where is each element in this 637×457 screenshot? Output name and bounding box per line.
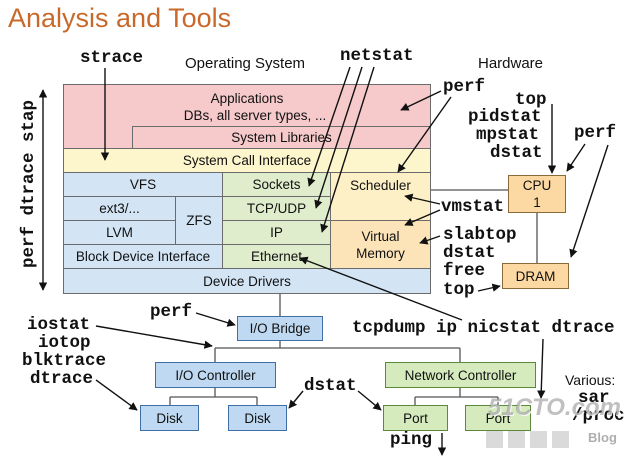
tool-sar: sar [578,388,610,408]
virtual-memory-label-line2: Memory [356,245,405,261]
virtual-memory-label-line1: Virtual [361,228,400,244]
zfs-label: ZFS [186,213,212,228]
system-call-interface-label: System Call Interface [182,153,312,168]
dram-box: DRAM [502,263,569,289]
ethernet-label: Ethernet [250,249,303,264]
arrow-netstat-to-ip [320,66,375,233]
scheduler-layer: Scheduler [330,172,431,221]
arrow-netstat-to-tcp-udp [314,66,363,209]
tcp-udp-layer: TCP/UDP [222,196,331,221]
arrow-perf-to-dram [569,144,609,258]
tool-top: top [515,90,547,110]
arrow-top-to-dram [477,283,501,292]
port-box: Port [383,405,448,431]
arrow-vmstat-to-scheduler [404,193,441,205]
tool-blktrace: blktrace [22,351,107,371]
port-box: Port [465,405,531,431]
device-drivers-layer: Device Drivers [63,268,431,294]
cpu-box: CPU 1 [508,175,566,213]
tool-pidstat: pidstat [468,107,542,127]
lvm-layer: LVM [63,220,176,245]
watermark-cjk-mark [486,431,570,448]
tool-dstat-cpu: dstat [490,143,543,163]
sockets-label: Sockets [252,177,301,192]
io-controller-label: I/O Controller [175,367,256,383]
arrow-ip-to-ethernet [299,256,463,321]
tool-ping: ping [390,430,433,450]
cpu-label: CPU [522,178,552,193]
hardware-heading: Hardware [478,55,544,72]
ext3-layer: ext3/... [63,196,176,221]
operating-system-heading: Operating System [185,55,306,72]
tool-dstat-io: dstat [304,376,357,396]
arrow-vmstat-to-virtual-memory [404,209,441,226]
tool-perf-apps: perf [443,77,486,97]
arrow-dstat-to-port [357,390,382,411]
cpu-count: 1 [533,195,541,210]
io-bridge-label: I/O Bridge [249,321,311,336]
port-label: Port [403,410,428,426]
dram-label: DRAM [515,268,556,284]
io-bridge-box: I/O Bridge [237,316,323,341]
arrow-perf-to-scheduler [397,96,452,173]
tool-dstat-memory: dstat [443,243,496,263]
system-libraries-layer: System Libraries [132,126,431,149]
tool-perf-cpu: perf [574,123,617,143]
tool-free: free [443,261,486,281]
tool-top-memory: top [443,280,475,300]
arrow-perf-to-io-bridge [195,312,236,327]
tool-mpstat: mpstat [476,125,540,145]
tool-dtrace-disk: dtrace [30,369,94,389]
system-libraries-label: System Libraries [231,130,332,145]
arrow-dtrace-to-network [537,338,546,399]
port-label: Port [485,410,511,426]
block-device-interface-label: Block Device Interface [75,249,211,264]
ip-layer: IP [222,220,331,245]
lvm-label: LVM [106,225,133,240]
arrow-perf-to-cpu [566,143,586,172]
network-controller-box: Network Controller [385,362,536,388]
tool-slabtop: slabtop [443,225,517,245]
watermark-site-text: 51CTO.com [488,394,621,421]
disk-box: Disk [228,405,287,431]
watermark-blog-text: Blog [588,430,617,445]
arrow-perf-to-applications [400,90,442,111]
network-controller-label: Network Controller [404,367,517,383]
tool-netstat: netstat [340,46,414,66]
applications-label: Applications [210,91,284,106]
tool-network-row: tcpdump ip nicstat dtrace [352,318,615,338]
arrow-netstat-to-sockets [307,66,351,187]
vfs-layer: VFS [63,172,223,197]
tool-strace: strace [80,48,144,68]
ext3-label: ext3/... [99,201,140,216]
tool-iostat: iostat [27,315,91,335]
tool-vmstat: vmstat [441,197,505,217]
virtual-memory-layer: Virtual Memory [330,220,431,269]
tool-iotop: iotop [38,333,91,353]
tool-perf-io: perf [150,302,193,322]
system-call-interface-layer: System Call Interface [63,148,431,173]
arrow-dtrace-to-disk [95,379,138,411]
vfs-label: VFS [129,177,157,192]
arrow-slabtop-to-virtual-memory [419,235,441,245]
tcp-udp-label: TCP/UDP [246,201,307,216]
device-drivers-label: Device Drivers [203,273,291,289]
disk-box: Disk [140,405,199,431]
scheduler-label: Scheduler [350,178,411,193]
tool-perf-dtrace-stap: perf dtrace stap [19,100,39,269]
disk-label: Disk [244,410,271,426]
tool-proc: /proc [572,406,625,426]
page-title: Analysis and Tools [8,3,232,33]
arrow-iostat-to-io-bus [95,325,213,349]
disk-label: Disk [156,410,183,426]
ip-label: IP [270,225,283,240]
io-controller-box: I/O Controller [155,362,276,388]
applications-subtitle: DBs, all server types, ... [183,108,327,123]
arrow-dstat-to-disk [288,390,304,409]
various-label: Various: [565,372,616,388]
